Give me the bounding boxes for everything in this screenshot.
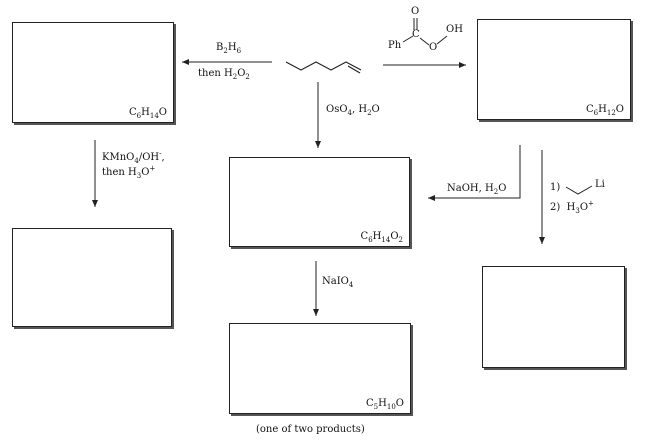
peracid-ph: Ph: [388, 40, 402, 51]
box-bottom-right: [482, 266, 625, 368]
peracid-bond-c-o: [419, 37, 430, 46]
label-naoh: NaOH, H2O: [447, 183, 507, 196]
arrow-naoh: [428, 145, 521, 201]
formula-middle: C6H14O2: [360, 231, 403, 244]
formula-top-left: C6H14O: [129, 107, 167, 120]
label-li: Li: [595, 179, 605, 190]
box-top-right: C6H12O: [477, 19, 631, 120]
note-one-of-two-products: (one of two products): [256, 424, 365, 435]
peracid-bond-ph-c: [402, 35, 414, 43]
formula-bottom-middle: C5H10O: [366, 398, 404, 411]
box-middle: C6H14O2: [229, 157, 410, 247]
box-bottom-middle: C5H10O: [229, 323, 411, 414]
label-kmno4: KMnO4/OH-,: [102, 149, 165, 165]
label-step1: 1): [550, 182, 561, 193]
box-top-left: C6H14O: [12, 22, 174, 123]
ethyl-structure: [565, 185, 593, 195]
peracid-o: O: [429, 42, 438, 53]
label-then-h2o2: then H2O2: [198, 68, 250, 81]
peracid-o-top: O: [411, 6, 420, 17]
label-oso4: OsO4, H2O: [326, 104, 380, 117]
label-kmno4-then: then H3O+: [102, 164, 156, 180]
formula-top-right: C6H12O: [586, 104, 624, 117]
hexene-structure: [285, 61, 362, 71]
peracid-oh: OH: [446, 24, 463, 35]
peracid-bond-o-oh: [436, 35, 448, 45]
peracid-c: C: [412, 29, 420, 40]
box-bottom-left: [12, 228, 172, 327]
label-step2: 2) H3O+: [550, 199, 594, 215]
double-bond-line: [347, 65, 361, 74]
label-b2h6: B2H6: [216, 42, 242, 55]
label-naio4: NaIO4: [322, 276, 354, 289]
